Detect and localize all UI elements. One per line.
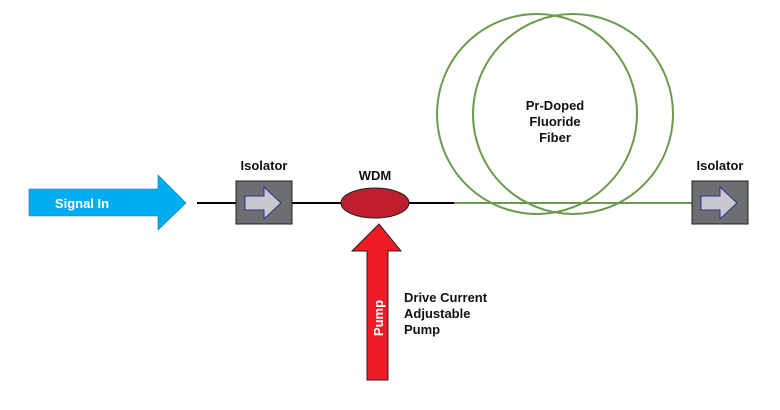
pump-note-line-2: Adjustable	[404, 306, 470, 321]
wdm-label: WDM	[359, 168, 392, 183]
isolator-in-label: Isolator	[241, 158, 288, 173]
pump-arrow	[350, 223, 403, 381]
pump-note-line-1: Drive Current	[404, 290, 488, 305]
fiber-coil-right	[472, 13, 674, 215]
isolator-out-arrow-icon	[700, 185, 738, 221]
isolator-out-label: Isolator	[697, 158, 744, 173]
fiber-label-line-3: Fiber	[539, 130, 571, 145]
pump-note-line-3: Pump	[404, 322, 440, 337]
signal-in-label: Signal In	[55, 196, 109, 211]
signal-in-arrow	[28, 174, 187, 231]
pump-label: Pump	[371, 300, 386, 336]
fiber-coil-left	[436, 13, 638, 215]
isolator-in-arrow-icon	[244, 185, 282, 221]
fiber-label-line-1: Pr-Doped	[526, 98, 585, 113]
fiber-label-line-2: Fluoride	[529, 114, 580, 129]
wdm-coupler	[340, 187, 410, 219]
